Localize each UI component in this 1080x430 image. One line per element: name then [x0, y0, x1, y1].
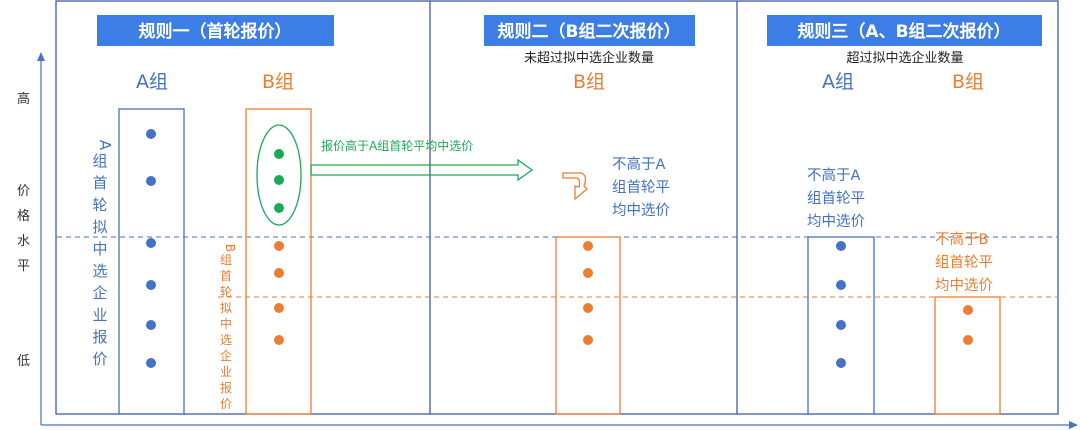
- a-rebid-dot: [836, 280, 846, 290]
- rule2-note-line: 均中选价: [612, 202, 670, 219]
- a-bid-dot: [146, 280, 156, 290]
- a-rebid-dot: [836, 320, 846, 330]
- rule2-panel: 规则二（B组二次报价） 未超过拟中选企业数量 B组 不高于A 组首轮平 均中选价: [484, 15, 695, 415]
- vertical-char: 企: [220, 348, 232, 363]
- b-rebid-dot: [583, 303, 593, 313]
- high-bid-arrow-label: 报价高于A组首轮平均中选价: [321, 138, 473, 153]
- high-bid-arrow: [310, 158, 534, 182]
- vertical-char: 轮: [220, 285, 232, 299]
- rule2-banner-text: 规则二（B组二次报价）: [498, 21, 681, 42]
- rule3-group-b-label: B组: [952, 71, 984, 93]
- x-axis-arrowhead: [1069, 421, 1078, 429]
- b-rebid-dot: [583, 268, 593, 278]
- b-rebid-dot: [583, 241, 593, 251]
- y-axis-label-char: 价: [17, 184, 30, 199]
- rule2-note-line: 不高于A: [612, 156, 665, 173]
- rule3-note-b-line: 不高于B: [935, 231, 988, 248]
- vertical-char: 报: [92, 328, 107, 346]
- curved-down-arrow-icon: [562, 172, 588, 201]
- vertical-char: 轮: [92, 196, 107, 214]
- vertical-char: 业: [92, 306, 107, 324]
- a-bid-dot: [146, 320, 156, 330]
- rule2-b-column: [555, 236, 621, 415]
- b-bid-dot: [274, 303, 284, 313]
- vertical-char: 业: [220, 365, 232, 379]
- rule1-group-b-label: B组: [262, 71, 294, 93]
- vertical-char: 组: [220, 253, 232, 267]
- rule2-group-b-label: B组: [573, 71, 605, 93]
- rule3-b-column: [934, 296, 1001, 415]
- b-rebid-dot: [963, 305, 973, 315]
- rule1-a-column: [118, 108, 185, 415]
- vertical-char: B: [223, 244, 237, 252]
- axes: [37, 52, 1078, 429]
- b-bid-dot: [274, 268, 284, 278]
- rule1-banner: [97, 15, 334, 46]
- b-high-bid-dot: [274, 149, 284, 159]
- a-rebid-dot: [836, 358, 846, 368]
- y-axis-label-char: 平: [17, 259, 30, 274]
- rule3-note-b-line: 组首轮平: [935, 254, 993, 271]
- rule3-note-b-line: 均中选价: [935, 277, 993, 294]
- vertical-char: 拟: [92, 218, 107, 236]
- vertical-char: 首: [92, 174, 107, 192]
- rule3-group-a-label: A组: [822, 71, 854, 93]
- vertical-char: 价: [220, 397, 232, 411]
- high-bid-group-ellipse: [256, 124, 302, 226]
- vertical-char: 企: [92, 284, 107, 302]
- rule3-note-a-line: 不高于A: [807, 167, 860, 184]
- b-bid-dot: [274, 241, 284, 251]
- rule1-banner-text: 规则一（首轮报价）: [139, 21, 292, 42]
- rule3-banner-text: 规则三（A、B组二次报价）: [797, 21, 1010, 42]
- rule2-note-line: 组首轮平: [612, 179, 670, 196]
- vertical-char: 价: [92, 350, 107, 368]
- y-axis-low-label: 低: [17, 354, 30, 369]
- rule3-panel: 规则三（A、B组二次报价） 超过拟中选企业数量 A组 B组 不高于A 组首轮平 …: [767, 15, 1042, 415]
- rule1-group-a-label: A组: [136, 71, 168, 93]
- vertical-char: 拟: [220, 301, 232, 315]
- rule3-subtitle: 超过拟中选企业数量: [846, 50, 963, 66]
- rule1-panel: 规则一（首轮报价） A组 B组 A 组 首 轮 拟 中 选 企 业 报 价: [92, 15, 534, 415]
- y-axis-high-label: 高: [17, 91, 30, 107]
- vertical-char: 报: [220, 380, 232, 395]
- vertical-char: A: [96, 140, 114, 151]
- vertical-char: 选: [220, 333, 232, 347]
- a-bid-dot: [146, 238, 156, 248]
- rule3-banner: [767, 15, 1042, 46]
- a-bid-dot: [146, 358, 156, 368]
- rule3-a-column: [807, 236, 875, 415]
- vertical-char: 组: [92, 152, 107, 170]
- rule3-note-a-line: 均中选价: [807, 213, 865, 230]
- vertical-char: 选: [92, 262, 107, 280]
- a-bid-dot: [146, 176, 156, 186]
- rule1-b-vertical-label: B 组 首 轮 拟 中 选 企 业 报 价: [220, 244, 237, 411]
- y-axis-arrowhead: [37, 52, 45, 61]
- b-bid-dot: [274, 335, 284, 345]
- b-rebid-dot: [583, 335, 593, 345]
- b-rebid-dot: [963, 335, 973, 345]
- b-high-bid-dot: [274, 203, 284, 213]
- vertical-char: 中: [220, 316, 232, 331]
- a-bid-dot: [146, 129, 156, 139]
- rule2-banner: [484, 15, 695, 46]
- y-axis-label-char: 水: [17, 234, 30, 249]
- b-high-bid-dot: [274, 175, 284, 185]
- rule3-note-a-line: 组首轮平: [807, 190, 865, 207]
- vertical-char: 中: [92, 240, 107, 258]
- a-rebid-dot: [836, 241, 846, 251]
- rule1-a-vertical-label: A 组 首 轮 拟 中 选 企 业 报 价: [92, 140, 114, 368]
- rule1-b-column: [245, 108, 312, 415]
- y-axis-label-char: 格: [17, 208, 30, 224]
- rule2-subtitle: 未超过拟中选企业数量: [524, 50, 654, 66]
- vertical-char: 首: [220, 269, 232, 283]
